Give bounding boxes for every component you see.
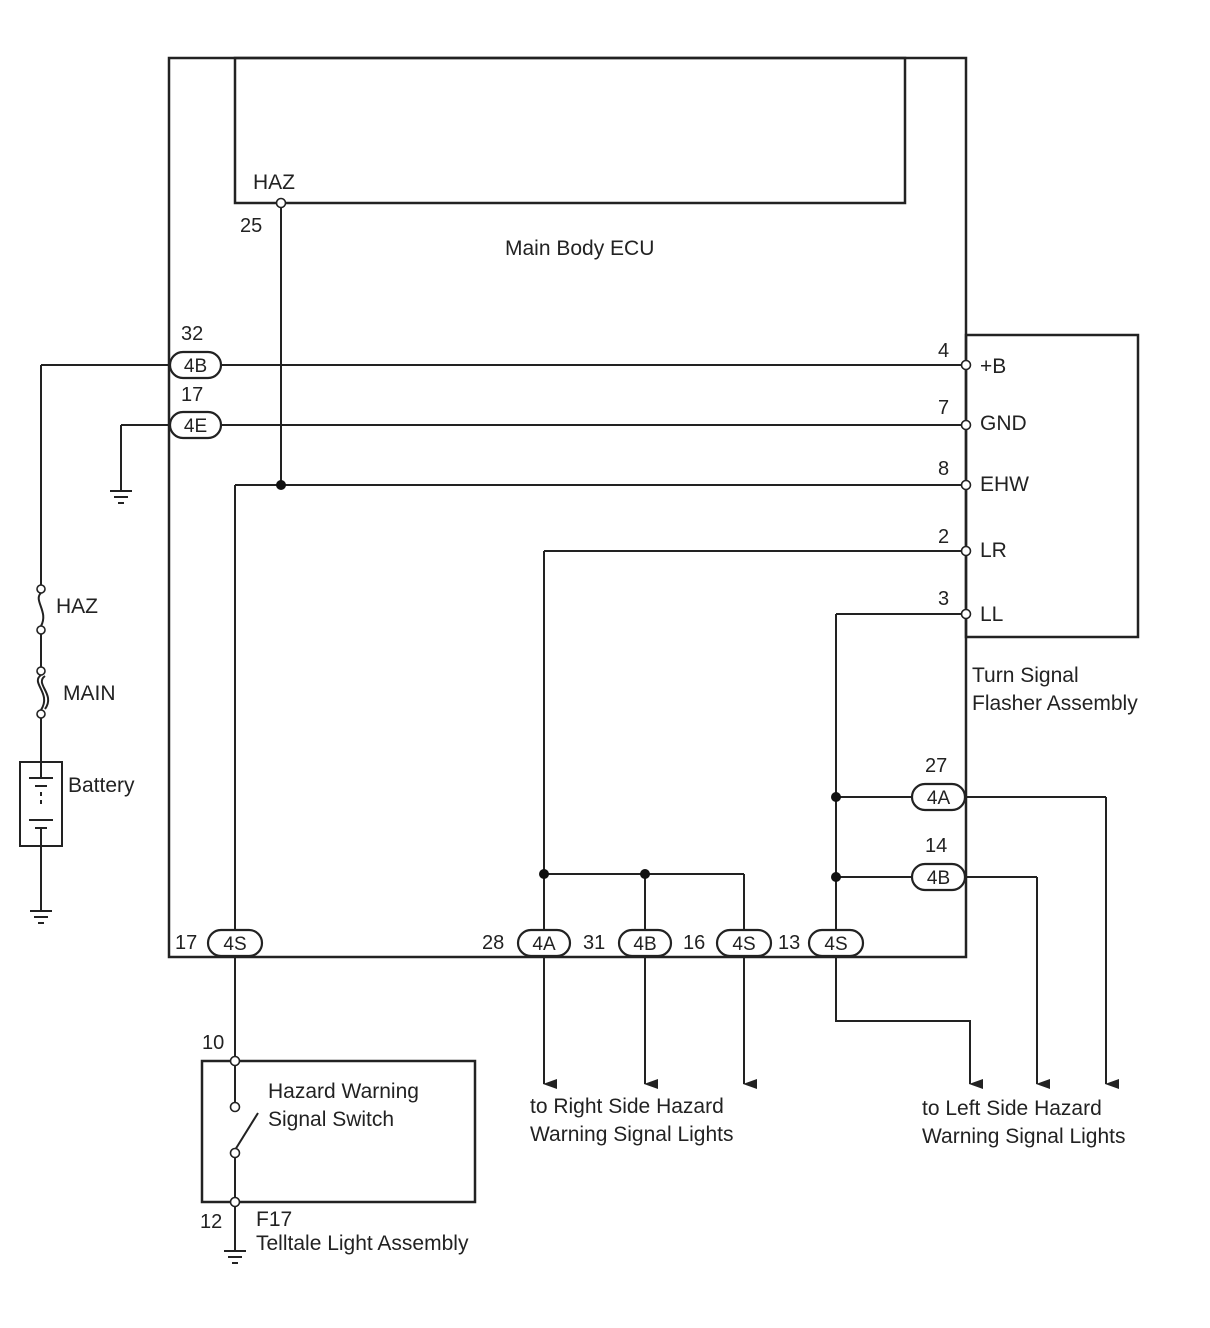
main-fuse-label: MAIN bbox=[63, 682, 116, 705]
flasher-label-line2: Flasher Assembly bbox=[972, 692, 1138, 715]
ground-icon bbox=[30, 910, 52, 924]
ecu-label: Main Body ECU bbox=[505, 237, 654, 260]
switch-blade bbox=[234, 1112, 259, 1151]
switch-contact-lower bbox=[229, 1147, 241, 1159]
flasher-pin-name: GND bbox=[980, 412, 1027, 435]
connector-bottom-28 bbox=[516, 928, 572, 958]
connector-code: 4A bbox=[532, 934, 556, 955]
terminal-ehw bbox=[960, 479, 972, 491]
connector-left-32 bbox=[168, 350, 223, 380]
connector-bottom-17 bbox=[206, 928, 264, 958]
switch-pin-bottom: 12 bbox=[200, 1211, 222, 1233]
connector-code: 4B bbox=[633, 934, 656, 955]
terminal-switch-10 bbox=[229, 1055, 241, 1067]
flasher-pin-name: EHW bbox=[980, 473, 1029, 496]
junction-dot bbox=[831, 872, 841, 882]
connector-bottom-31 bbox=[617, 928, 673, 958]
flasher-pin-name: LL bbox=[980, 603, 1003, 626]
connector-number: 13 bbox=[778, 932, 800, 954]
flasher-pin-number: 8 bbox=[938, 458, 949, 480]
haz-fuse-label: HAZ bbox=[56, 595, 98, 618]
junction-dot bbox=[276, 480, 286, 490]
left-output-line2: Warning Signal Lights bbox=[922, 1125, 1126, 1148]
connector-code: 4A bbox=[927, 788, 951, 809]
connector-number: 27 bbox=[925, 755, 947, 777]
main-fusible-link-icon bbox=[36, 666, 50, 719]
connector-code: 4S bbox=[824, 934, 847, 955]
connector-number: 14 bbox=[925, 835, 947, 857]
ecu-haz-pin-number: 25 bbox=[240, 215, 262, 237]
terminal-ll bbox=[960, 608, 972, 620]
connector-bottom-16 bbox=[715, 928, 773, 958]
connector-number: 16 bbox=[683, 932, 705, 954]
terminal-gnd bbox=[960, 419, 972, 431]
haz-fuse-icon bbox=[36, 584, 46, 635]
flasher-pin-number: 4 bbox=[938, 340, 949, 362]
terminal-plus-b bbox=[960, 359, 972, 371]
flasher-pin-name: LR bbox=[980, 539, 1007, 562]
connector-number: 17 bbox=[175, 932, 197, 954]
flasher-pin-number: 2 bbox=[938, 526, 949, 548]
connector-code: 4B bbox=[184, 356, 207, 377]
switch-pin-top: 10 bbox=[202, 1032, 224, 1054]
connector-number: 31 bbox=[583, 932, 605, 954]
connector-code: 4B bbox=[927, 868, 950, 889]
battery-label: Battery bbox=[68, 774, 135, 797]
right-output-line1: to Right Side Hazard bbox=[530, 1095, 724, 1118]
left-output-line1: to Left Side Hazard bbox=[922, 1097, 1102, 1120]
ecu-haz-label: HAZ bbox=[253, 171, 295, 194]
hazard-switch-box bbox=[200, 1059, 477, 1204]
terminal-lr bbox=[960, 545, 972, 557]
ground-icon bbox=[110, 490, 132, 504]
battery-icon bbox=[19, 761, 63, 847]
connector-number: 32 bbox=[181, 323, 203, 345]
flasher-pin-number: 3 bbox=[938, 588, 949, 610]
junction-dot bbox=[640, 869, 650, 879]
terminal-switch-12 bbox=[229, 1196, 241, 1208]
flasher-label-line1: Turn Signal bbox=[972, 664, 1079, 687]
connector-right-14 bbox=[910, 862, 967, 892]
junction-dot bbox=[831, 792, 841, 802]
connector-left-17 bbox=[168, 410, 223, 440]
connector-code: 4S bbox=[732, 934, 755, 955]
right-output-line2: Warning Signal Lights bbox=[530, 1123, 734, 1146]
junction-dot bbox=[539, 869, 549, 879]
ecu-inner-module-box bbox=[233, 56, 907, 205]
connector-code: 4S bbox=[223, 934, 246, 955]
flasher-pin-number: 7 bbox=[938, 397, 949, 419]
arrow-left-1 bbox=[835, 955, 983, 1089]
connector-bottom-13 bbox=[807, 928, 865, 958]
connector-right-27 bbox=[910, 782, 967, 812]
switch-code: F17 bbox=[256, 1208, 292, 1231]
switch-label-line2: Signal Switch bbox=[268, 1108, 394, 1131]
connector-code: 4E bbox=[184, 416, 207, 437]
ground-icon bbox=[224, 1250, 246, 1264]
switch-assembly-label: Telltale Light Assembly bbox=[256, 1232, 469, 1255]
connector-number: 28 bbox=[482, 932, 504, 954]
switch-label-line1: Hazard Warning bbox=[268, 1080, 419, 1103]
connector-number: 17 bbox=[181, 384, 203, 406]
flasher-pin-name: +B bbox=[980, 355, 1006, 378]
switch-contact-upper bbox=[229, 1101, 241, 1113]
terminal-haz-25 bbox=[275, 197, 287, 209]
